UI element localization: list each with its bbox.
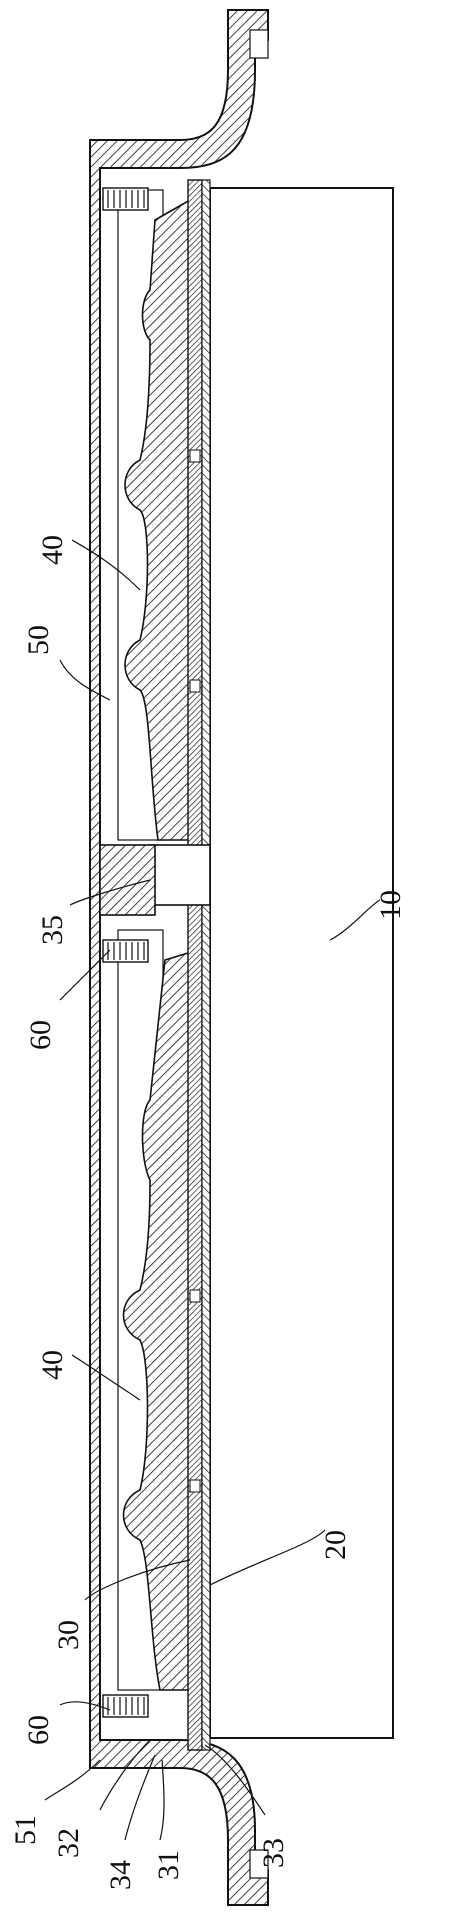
flange-hole-bottom	[249, 1849, 269, 1879]
label-35: 35	[36, 915, 69, 945]
screw-60-top	[102, 187, 149, 211]
label-60-mid: 60	[24, 1020, 57, 1050]
label-31: 31	[152, 1850, 185, 1880]
label-34: 34	[104, 1860, 137, 1890]
label-33: 33	[257, 1838, 290, 1868]
plate-openings	[189, 449, 201, 1493]
label-40-lower: 40	[36, 1350, 69, 1380]
screw-60-bottom	[102, 1694, 149, 1718]
flange-hole-top	[249, 29, 269, 59]
label-50: 50	[22, 625, 55, 655]
label-10: 10	[374, 890, 407, 920]
middle-divider	[99, 844, 156, 916]
housing-50	[89, 9, 269, 1906]
label-40-upper: 40	[36, 535, 69, 565]
spring-plate-40-lower	[122, 948, 201, 1691]
plate-30	[187, 179, 203, 1751]
spring-plate-40-upper	[124, 198, 196, 841]
leader-lines	[44, 539, 381, 1841]
label-20: 20	[319, 1530, 352, 1560]
panel-body-10	[209, 187, 394, 1739]
layer-20	[201, 179, 211, 1751]
separation-block-35	[149, 844, 211, 906]
label-32: 32	[52, 1828, 85, 1858]
screw-60-mid	[102, 939, 149, 963]
label-30: 30	[52, 1620, 85, 1650]
label-51: 51	[9, 1815, 42, 1845]
label-60-bottom: 60	[22, 1715, 55, 1745]
